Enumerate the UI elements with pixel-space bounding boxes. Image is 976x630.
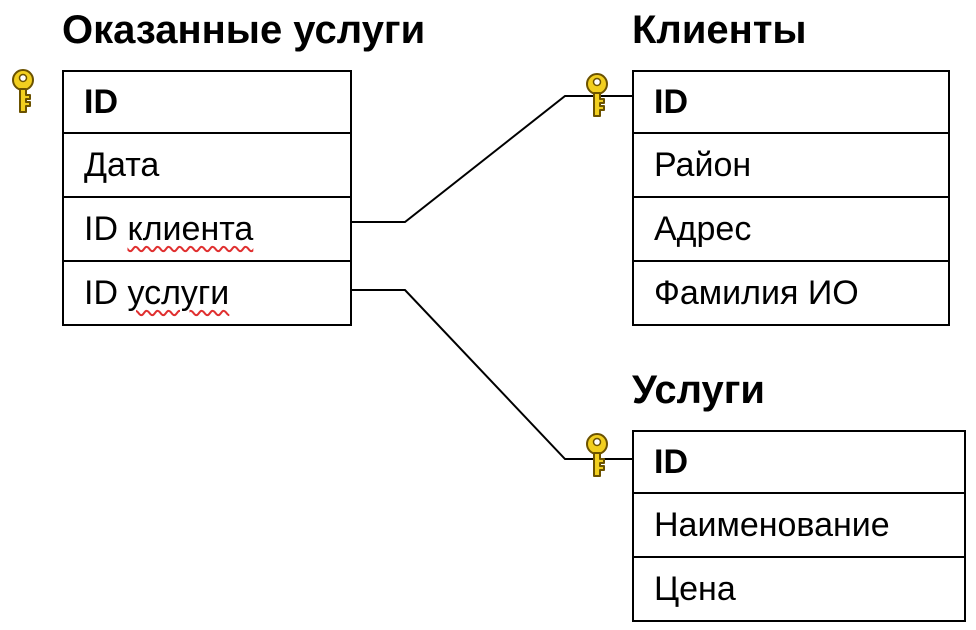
field-label: ID — [84, 82, 118, 121]
field-row: ID услуги — [64, 260, 350, 324]
field-label: Фамилия ИО — [654, 273, 859, 312]
table-orders: ID Дата ID клиента ID услуги — [62, 70, 352, 326]
field-label: Район — [654, 145, 752, 184]
field-row: ID клиента — [64, 196, 350, 260]
field-row: ID — [634, 72, 948, 132]
table-title-orders: Оказанные услуги — [62, 8, 426, 52]
field-label: ID — [84, 209, 118, 248]
field-label: ID — [84, 273, 118, 312]
field-row: Наименование — [634, 492, 964, 556]
field-row: Адрес — [634, 196, 948, 260]
table-title-clients: Клиенты — [632, 8, 807, 52]
field-label: Адрес — [654, 209, 752, 248]
field-row: Район — [634, 132, 948, 196]
field-row: Дата — [64, 132, 350, 196]
key-icon — [586, 73, 608, 117]
field-label: Цена — [654, 569, 736, 608]
field-label: ID — [654, 442, 688, 481]
field-label-rest: клиента — [127, 209, 254, 248]
field-row: ID — [64, 72, 350, 132]
key-icon — [586, 433, 608, 477]
field-label-rest: услуги — [127, 273, 230, 312]
field-label: Дата — [84, 145, 160, 184]
table-services: ID Наименование Цена — [632, 430, 966, 622]
field-label: Наименование — [654, 505, 890, 544]
table-title-services: Услуги — [632, 368, 765, 412]
key-icon — [12, 69, 34, 113]
table-clients: ID Район Адрес Фамилия ИО — [632, 70, 950, 326]
field-row: Фамилия ИО — [634, 260, 948, 324]
field-row: ID — [634, 432, 964, 492]
field-label: ID — [654, 82, 688, 121]
field-row: Цена — [634, 556, 964, 620]
